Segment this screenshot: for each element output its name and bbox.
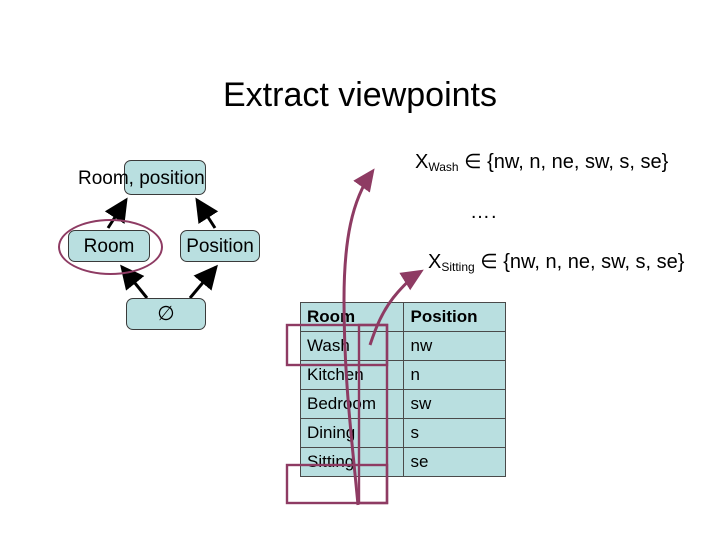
page-title: Extract viewpoints [223,76,497,114]
formula-ellipsis: …. [470,201,498,223]
table-row[interactable]: Sitting se [299,447,506,477]
room-highlight-ellipse [58,219,163,275]
table-row[interactable]: Dining s [299,418,506,448]
formula-x-wash: XWash ∈ {nw, n, ne, sw, s, se} [415,151,669,174]
room-position-table: Room Position Wash nw Kitchen n Bedroom … [299,302,506,477]
formula-set: {nw, n, ne, sw, s, se} [487,151,669,173]
cell-position: s [403,418,506,448]
formula-relation: ∈ [480,251,498,273]
lattice-node-top-label: Room, position [78,168,205,189]
cell-room: Sitting [299,447,405,477]
cell-room: Wash [299,331,405,361]
formula-variable: X [428,251,442,273]
edge-bottom-to-position [188,264,218,299]
table-row[interactable]: Kitchen n [299,360,506,390]
formula-x-sitting: XSitting ∈ {nw, n, ne, sw, s, se} [428,251,685,274]
lattice-node-top[interactable] [124,160,206,195]
cell-position: n [403,360,506,390]
edge-position-to-top [195,197,219,229]
cell-room: Kitchen [299,360,405,390]
lattice-node-room[interactable]: Room [68,230,150,262]
formula-relation: ∈ [464,151,482,173]
cell-position: sw [403,389,506,419]
table-row[interactable]: Bedroom sw [299,389,506,419]
column-header-position: Position [403,302,506,332]
cell-position: se [403,447,506,477]
table-header-row: Room Position [299,302,506,332]
table-row[interactable]: Wash nw [299,331,506,361]
lattice-node-position[interactable]: Position [180,230,260,262]
cell-position: nw [403,331,506,361]
lattice-node-bottom-emptyset[interactable]: ∅ [126,298,206,330]
formula-subscript: Wash [428,160,459,174]
formula-variable: X [415,151,429,173]
formula-subscript: Sitting [441,260,475,274]
cell-room: Dining [299,418,405,448]
formula-set: {nw, n, ne, sw, s, se} [503,251,685,273]
cell-room: Bedroom [299,389,405,419]
column-header-room: Room [299,302,405,332]
